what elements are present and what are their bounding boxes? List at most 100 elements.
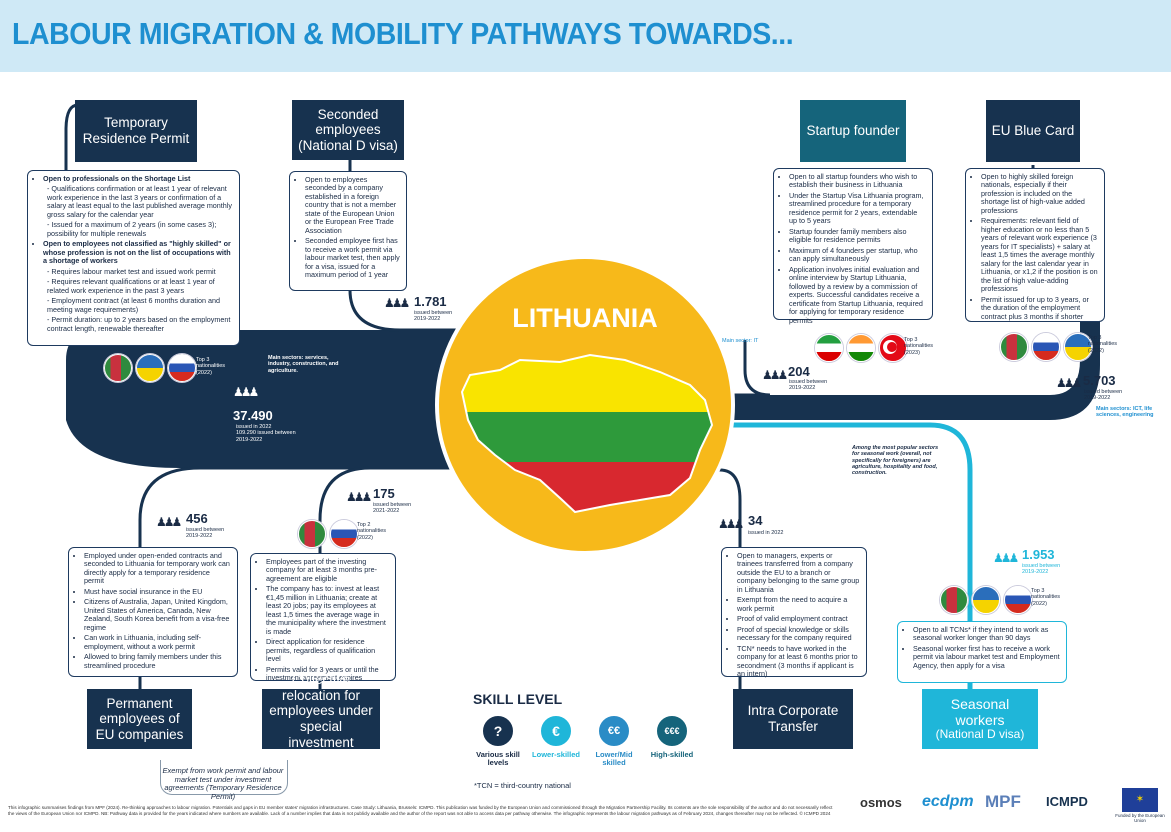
people-icon: ♟♟♟: [1056, 376, 1082, 390]
trp-section-2-item: - Requires labour market test and issued…: [47, 266, 216, 276]
people-icon: ♟♟♟: [346, 490, 372, 504]
people-icon: ♟♟♟: [718, 517, 744, 531]
seconded-count-note: issued between 2019-2022: [414, 310, 453, 323]
startup-item: Maximum of 4 founders per startup, who c…: [789, 246, 926, 264]
trp-section-2-item: - Permit duration: up to 2 years based o…: [47, 315, 231, 333]
collective-item: Permits valid for 3 years or until the i…: [266, 665, 389, 683]
skill-level-title: SKILL LEVEL: [473, 691, 563, 707]
ecdpm-logo: ecdpm: [922, 793, 974, 810]
trp-section-2-item: - Employment contract (at least 6 months…: [47, 296, 220, 314]
startup-item: Startup founder family members also elig…: [789, 227, 926, 245]
eu-flag-icon: ✶: [1122, 788, 1158, 812]
euro-coin-icon: €: [539, 714, 573, 748]
trp-section-1-item: - Qualifications confirmation or at leas…: [47, 184, 232, 219]
collective-item: Direct application for residence permits…: [266, 638, 389, 664]
bluecard-sectors: Main sectors: ICT, life sciences, engine…: [1096, 406, 1154, 419]
belarus-flag-icon: [104, 354, 132, 382]
belarus-flag-icon: [298, 520, 326, 548]
bluecard-count: 5.703: [1083, 373, 1116, 388]
ukraine-flag-icon: [1064, 333, 1092, 361]
india-flag-icon: [847, 334, 875, 362]
seconded-item: Seconded employee first has to receive a…: [305, 237, 400, 280]
trp-top-nationalities-flags: [104, 354, 196, 382]
permanent-item: Citizens of Australia, Japan, United Kin…: [84, 598, 231, 632]
skill-high: €€€ High-skilled: [647, 714, 697, 768]
collective-count-note: issued between 2021-2022: [373, 502, 412, 515]
right-flow-band: [700, 300, 1100, 420]
people-icon: ♟♟♟: [384, 296, 410, 310]
permanent-item: Employed under open-ended contracts and …: [84, 551, 231, 586]
startup-sector: Main sector: IT: [722, 338, 759, 344]
startup-item: Under the Startup Visa Lithuania program…: [789, 191, 926, 226]
trp-top3-label: Top 3 nationalities (2022): [196, 357, 226, 376]
bluecard-item: Permit issued for up to 3 years, or the …: [981, 295, 1098, 321]
bluecard-heading: EU Blue Card: [986, 100, 1080, 162]
skill-various: ? Various skill levels: [473, 714, 523, 768]
seconded-count: 1.781: [414, 294, 447, 309]
startup-count-note: issued between 2019-2022: [789, 379, 828, 392]
permanent-item: Can work in Lithuania, including self-em…: [84, 634, 231, 651]
russia-flag-icon: [330, 520, 358, 548]
collective-details-box: Employees part of the investing company …: [250, 553, 396, 683]
ict-count: 34: [748, 513, 763, 528]
seasonal-line: [720, 422, 973, 690]
bluecard-item: Requirements: relevant field of higher e…: [981, 217, 1098, 293]
turkey-flag-icon: [879, 334, 907, 362]
trp-sectors: Main sectors: services, industry, constr…: [268, 355, 339, 374]
people-icon: ♟♟♟: [762, 368, 788, 382]
trp-section-1-item: - Issued for a maximum of 2 years (in so…: [47, 220, 217, 238]
permanent-details-box: Employed under open-ended contracts and …: [68, 547, 238, 677]
ict-item: Proof of special knowledge or skills nec…: [737, 625, 860, 643]
startup-heading: Startup founder: [800, 100, 906, 162]
skill-lower-label: Lower-skilled: [532, 750, 580, 759]
startup-top3-label: Top 3 nationalities (2023): [904, 337, 934, 356]
iran-flag-icon: [815, 334, 843, 362]
skill-mid: €€ Lower/Mid skilled: [589, 714, 639, 768]
ict-heading: Intra Corporate Transfer: [733, 689, 853, 749]
bluecard-count-note: issued between 2019-2022: [1084, 389, 1123, 402]
ukraine-flag-icon: [972, 586, 1000, 614]
belarus-flag-icon: [940, 586, 968, 614]
ict-count-note: issued in 2022: [748, 530, 784, 536]
startup-details-box: Open to all startup founders who wish to…: [773, 168, 933, 325]
euro-stack-icon: €€€: [655, 714, 689, 748]
permanent-item: Must have social insurance in the EU: [84, 587, 231, 596]
russia-flag-icon: [168, 354, 196, 382]
collective-count: 175: [373, 486, 395, 501]
startup-line: [710, 340, 771, 397]
seasonal-item: Seasonal worker first has to receive a w…: [913, 644, 1060, 670]
skill-various-label: Various skill levels: [476, 750, 520, 768]
belarus-flag-icon: [1000, 333, 1028, 361]
trp-heading: Temporary Residence Permit: [75, 100, 197, 162]
seconded-details-box: Open to employees seconded by a company …: [289, 171, 407, 291]
russia-flag-icon: [1032, 333, 1060, 361]
seasonal-sector-note: Among the most popular sectors for seaso…: [852, 445, 939, 477]
permanent-line: [138, 466, 470, 690]
people-icon: ♟♟♟: [233, 385, 259, 399]
skill-lower: € Lower-skilled: [531, 714, 581, 768]
seasonal-details-box: Open to all TCNs* if they intend to work…: [897, 621, 1067, 683]
collective-item: Employees part of the investing company …: [266, 557, 389, 583]
page-title: LABOUR MIGRATION & MOBILITY PATHWAYS TOW…: [12, 16, 794, 51]
osmos-logo: osmos: [860, 795, 902, 810]
mpf-logo: MPF: [985, 792, 1021, 811]
seasonal-top-nationalities-flags: [940, 586, 1032, 614]
seasonal-item: Open to all TCNs* if they intend to work…: [913, 625, 1060, 643]
skill-high-label: High-skilled: [650, 750, 694, 759]
bluecard-top-nationalities-flags: [1000, 333, 1092, 361]
seasonal-top3-label: Top 3 nationalities (2022): [1031, 588, 1061, 607]
ict-details-box: Open to managers, experts or trainees tr…: [721, 547, 867, 678]
trp-section-1: Open to professionals on the Shortage Li…: [43, 174, 233, 183]
ict-item: Proof of valid employment contract: [737, 614, 860, 623]
bluecard-details-box: Open to highly skilled foreign nationals…: [965, 168, 1105, 322]
permanent-item: Allowed to bring family members under th…: [84, 653, 231, 670]
exempt-bracket: [160, 760, 288, 795]
header-bar: [0, 0, 1171, 72]
skill-level-legend: ? Various skill levels € Lower-skilled €…: [473, 714, 697, 768]
seconded-item: Open to employees seconded by a company …: [305, 175, 400, 235]
trp-section-2: Open to employees not classified as "hig…: [43, 240, 233, 266]
trp-flow-band: [66, 330, 470, 468]
startup-top-nationalities-flags: [815, 334, 907, 362]
